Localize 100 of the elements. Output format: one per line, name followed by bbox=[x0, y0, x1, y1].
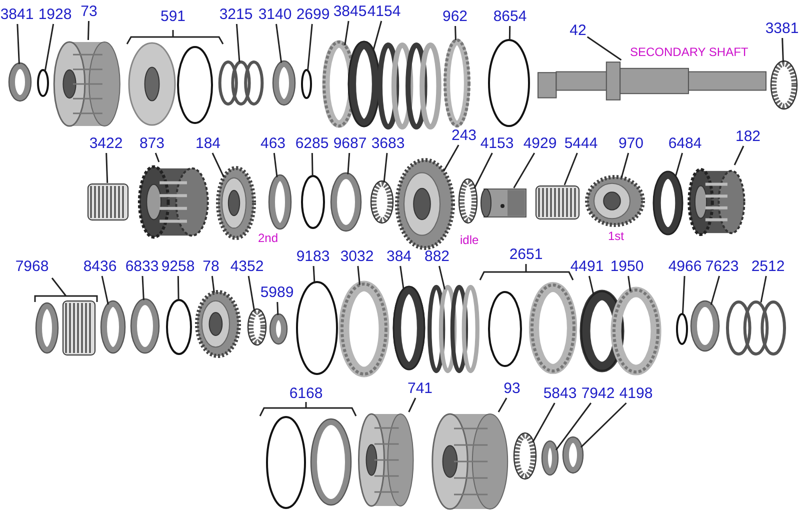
needle-bearing bbox=[87, 183, 129, 221]
leader-line bbox=[344, 20, 350, 46]
leader-line bbox=[782, 38, 784, 62]
seal-ring bbox=[330, 172, 362, 232]
leader-line bbox=[101, 276, 109, 305]
coil-spring bbox=[218, 60, 264, 106]
leader-line bbox=[498, 398, 508, 412]
leader-line bbox=[513, 152, 536, 188]
leader-line bbox=[564, 152, 578, 186]
callout-number: 882 bbox=[424, 248, 450, 265]
callout-number: 2512 bbox=[751, 258, 785, 275]
leader-line bbox=[438, 266, 446, 290]
callout-number: 1950 bbox=[610, 258, 644, 275]
leader-line bbox=[372, 20, 382, 51]
callout-number: 78 bbox=[202, 258, 220, 275]
needle-bearing bbox=[62, 300, 96, 356]
snap-ring bbox=[176, 45, 214, 125]
thrust-bearing bbox=[370, 180, 394, 224]
leader-line bbox=[211, 276, 215, 293]
callout-number: 9183 bbox=[296, 248, 330, 265]
callout-number: 4966 bbox=[668, 258, 702, 275]
callout-number: 5444 bbox=[564, 135, 598, 152]
leader-line bbox=[383, 152, 388, 182]
thrust-bearing bbox=[513, 432, 537, 480]
callout-number: 3841 bbox=[0, 6, 34, 23]
friction-plate bbox=[392, 285, 426, 371]
leader-line bbox=[580, 402, 627, 448]
snap-ring bbox=[36, 68, 50, 98]
callout-number: 243 bbox=[451, 127, 477, 144]
leader-line bbox=[586, 36, 622, 61]
callout-number: 6168 bbox=[289, 385, 323, 402]
callout-number: 3032 bbox=[340, 248, 374, 265]
clutch-plate bbox=[340, 282, 388, 376]
clutch-drum bbox=[52, 40, 122, 128]
gear bbox=[395, 158, 455, 250]
callout-number: 4198 bbox=[619, 385, 653, 402]
leader-line bbox=[555, 402, 592, 450]
callout-number: 3381 bbox=[765, 20, 799, 37]
callout-number: 3683 bbox=[371, 135, 405, 152]
leader-line bbox=[154, 152, 160, 162]
snap-ring bbox=[300, 68, 313, 100]
snap-ring bbox=[295, 280, 339, 376]
needle-bearing bbox=[535, 185, 580, 220]
leader-line bbox=[408, 398, 416, 412]
callout-number: 7968 bbox=[15, 258, 49, 275]
callout-number: 384 bbox=[386, 248, 412, 265]
callout-number: 4154 bbox=[367, 3, 401, 20]
clutch-pack bbox=[378, 42, 442, 130]
callout-number: 5989 bbox=[260, 284, 294, 301]
seal-ring bbox=[35, 302, 59, 354]
leader-line bbox=[734, 146, 744, 166]
part-note: SECONDARY SHAFT bbox=[630, 45, 748, 59]
leader-line bbox=[508, 26, 511, 40]
callout-number: 741 bbox=[407, 380, 433, 397]
clutch-pack bbox=[428, 284, 480, 374]
leader-line bbox=[87, 20, 90, 40]
leader-line bbox=[312, 266, 316, 282]
leader-line bbox=[400, 266, 404, 290]
leader-line bbox=[357, 266, 360, 285]
seal-ring bbox=[541, 440, 559, 476]
snap-ring bbox=[265, 415, 307, 510]
piston-disc bbox=[128, 42, 176, 126]
friction-plate bbox=[580, 290, 624, 372]
leader-line bbox=[454, 26, 456, 40]
snap-ring bbox=[487, 290, 523, 368]
callout-number: 2651 bbox=[509, 246, 543, 263]
leader-line bbox=[620, 152, 630, 178]
part-note: idle bbox=[460, 233, 479, 247]
leader-line bbox=[276, 302, 279, 316]
callout-number: 4929 bbox=[523, 135, 557, 152]
callout-number: 182 bbox=[735, 128, 761, 145]
seal-ring bbox=[269, 313, 288, 345]
snap-ring bbox=[675, 312, 689, 346]
part-note: 2nd bbox=[258, 231, 278, 245]
clutch-plate bbox=[443, 38, 471, 128]
leader-line bbox=[142, 276, 144, 300]
leader-line bbox=[628, 276, 632, 292]
callout-number: 7942 bbox=[581, 385, 615, 402]
leader-line bbox=[248, 276, 256, 312]
callout-number: 1928 bbox=[38, 6, 72, 23]
leader-line bbox=[106, 152, 108, 184]
leader-line bbox=[474, 152, 493, 189]
callout-number: 4352 bbox=[230, 258, 264, 275]
callout-number: 970 bbox=[618, 135, 644, 152]
snap-ring bbox=[165, 298, 193, 356]
snap-ring bbox=[300, 174, 326, 230]
leader-line bbox=[16, 24, 20, 64]
gear bbox=[585, 175, 645, 227]
leader-line bbox=[311, 152, 314, 176]
callout-number: 8654 bbox=[493, 8, 527, 25]
callout-number: 6833 bbox=[125, 258, 159, 275]
seal-ring bbox=[130, 298, 160, 354]
leader-line bbox=[307, 24, 313, 71]
clutch-drum bbox=[357, 412, 415, 508]
friction-plate bbox=[347, 40, 381, 128]
gear bbox=[216, 166, 256, 240]
callout-number: 93 bbox=[504, 380, 520, 397]
callout-number: 873 bbox=[139, 135, 165, 152]
leader-line bbox=[710, 276, 720, 305]
leader-line bbox=[276, 24, 282, 63]
